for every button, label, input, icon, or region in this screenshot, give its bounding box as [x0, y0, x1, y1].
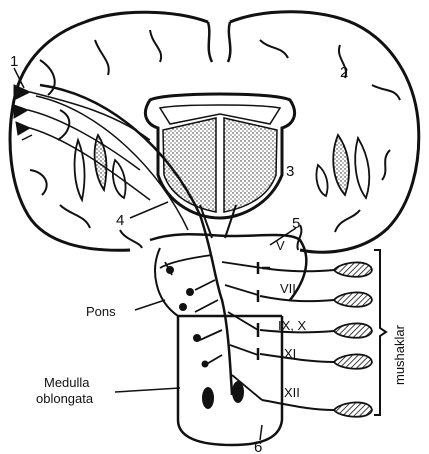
label-3: 3	[286, 163, 294, 180]
label-medulla-line2: oblongata	[36, 391, 94, 406]
muscles	[334, 262, 372, 416]
muscle-5	[334, 402, 372, 416]
label-pons: Pons	[86, 304, 116, 319]
right-lateral-structures	[316, 135, 369, 198]
pons-left-edge	[155, 248, 178, 316]
muscle-1	[334, 262, 372, 276]
muscle-4	[334, 354, 372, 368]
label-muscles: mushaklar	[392, 324, 407, 385]
cranial-nerve-vii: VII	[280, 281, 296, 296]
nucleus-terminals-right	[258, 262, 270, 360]
left-lateral-structures	[75, 135, 126, 200]
label-4: 4	[116, 212, 124, 229]
muscle-3	[334, 323, 372, 337]
label-medulla-line1: Medulla	[44, 375, 90, 390]
basal-ganglia-right-lobe	[224, 118, 277, 212]
cranial-nerve-xi: XI	[284, 346, 296, 361]
label-6: 6	[254, 439, 262, 454]
label-5: 5	[292, 215, 300, 232]
nerve-branches	[160, 255, 262, 400]
label-2: 2	[340, 64, 348, 81]
cranial-nerve-xii: XII	[284, 385, 300, 400]
muscle-2	[334, 292, 372, 306]
cranial-nerve-ix-x: IX, X	[278, 318, 307, 333]
cranial-nerve-v: V	[276, 238, 285, 253]
longitudinal-fissure	[208, 22, 230, 62]
label-1: 1	[10, 53, 18, 70]
muscles-brace	[374, 250, 386, 415]
